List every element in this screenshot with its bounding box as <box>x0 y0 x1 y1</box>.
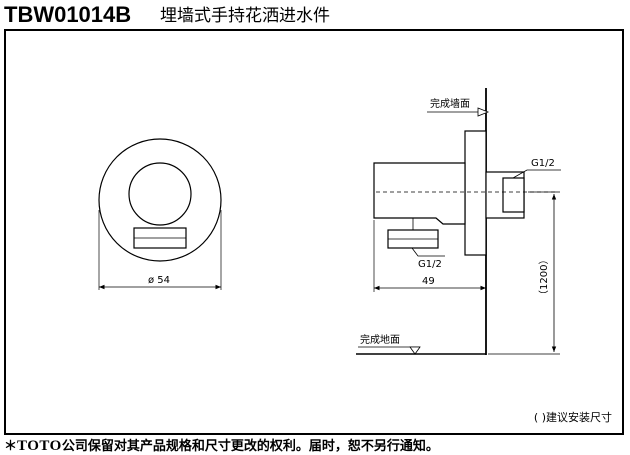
side-view <box>356 88 561 355</box>
front-view <box>98 138 222 290</box>
thread-top-leader <box>512 169 561 179</box>
outer-flange-circle <box>98 138 222 262</box>
disclaimer-text: 公司保留对其产品规格和尺寸更改的权利。届时，恕不另行通知。 <box>61 439 439 454</box>
thread-bottom-leader <box>411 247 445 257</box>
diameter-label: ø 54 <box>148 275 170 286</box>
product-title: 埋墙式手持花洒进水件 <box>160 6 330 26</box>
height-label: （1200） <box>538 255 550 300</box>
drawing-frame: ( )建议安装尺寸 <box>4 29 624 435</box>
finished-wall-label: 完成墙面 <box>430 97 470 110</box>
brand-logo: TOTO <box>17 438 62 454</box>
depth-label: 49 <box>422 276 435 287</box>
flange-plate <box>464 130 487 256</box>
thread-bottom-label: G1/2 <box>418 259 442 270</box>
finished-floor-label: 完成地面 <box>360 333 400 346</box>
model-code: TBW01014B <box>4 2 132 27</box>
elbow-body <box>373 162 466 225</box>
installation-note: ( )建议安装尺寸 <box>533 411 612 424</box>
thread-top-label: G1/2 <box>531 158 555 169</box>
inner-outlet-circle <box>128 162 192 226</box>
floor-marker-triangle <box>409 346 421 355</box>
footer-disclaimer: ＊TOTO公司保留对其产品规格和尺寸更改的权利。届时，恕不另行通知。 <box>4 438 439 455</box>
wall-marker-triangle <box>477 107 490 117</box>
footer-prefix: ＊ <box>4 439 18 454</box>
